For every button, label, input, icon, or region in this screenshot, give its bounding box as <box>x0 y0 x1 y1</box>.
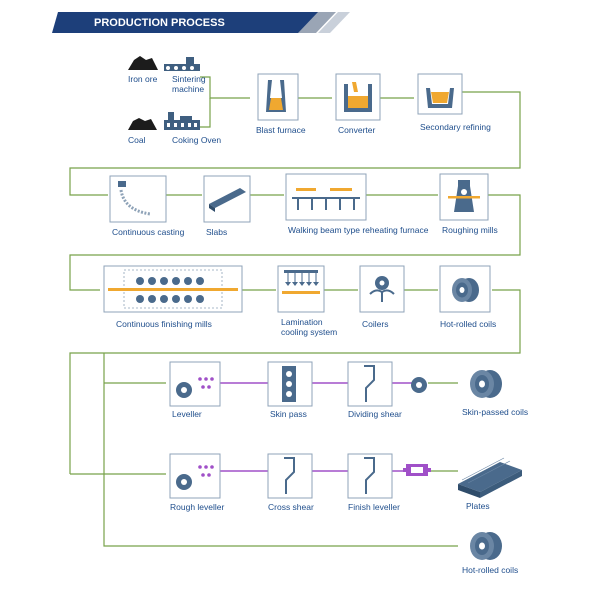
walking-beam-furnace-box <box>285 173 367 221</box>
flow-to-hot-rolled-coils <box>103 353 458 547</box>
label-hot-rolled-coils: Hot-rolled coils <box>440 319 496 329</box>
hot-rolled-coils-box <box>439 265 491 313</box>
leveller-box <box>169 361 221 407</box>
label-lamination-2: cooling system <box>281 327 337 337</box>
roughing-mills-box <box>439 173 489 221</box>
flow-roughing-to-finishing <box>69 194 521 291</box>
label-continuous-casting: Continuous casting <box>112 227 185 237</box>
coil-recoiler-icon <box>411 377 427 393</box>
sintering-machine-icon <box>164 57 200 71</box>
label-slabs: Slabs <box>206 227 227 237</box>
label-final-hot-rolled-coils: Hot-rolled coils <box>462 565 518 575</box>
label-roughing-mills: Roughing mills <box>442 225 498 235</box>
label-converter: Converter <box>338 125 375 135</box>
blast-furnace-box <box>257 73 299 121</box>
continuous-casting-box <box>109 175 167 223</box>
label-rough-leveller: Rough leveller <box>170 502 225 512</box>
header-banner: PRODUCTION PROCESS <box>52 12 350 33</box>
label-secondary-refining: Secondary refining <box>420 122 491 132</box>
banner-stripe <box>298 12 336 33</box>
coilers-box <box>359 265 405 313</box>
rough-leveller-box <box>169 453 221 499</box>
flow-coils-to-branches <box>69 289 521 474</box>
flow-lines <box>69 76 521 547</box>
slabs-box <box>203 175 251 223</box>
label-iron-ore: Iron ore <box>128 74 158 84</box>
skin-pass-box <box>267 361 313 407</box>
label-coking-oven: Coking Oven <box>172 135 221 145</box>
coal-icon <box>128 118 157 130</box>
label-leveller: Leveller <box>172 409 202 419</box>
plate-cutter-icon <box>403 464 431 476</box>
label-dividing-shear: Dividing shear <box>348 409 402 419</box>
coking-oven-icon <box>164 112 200 130</box>
label-blast-furnace: Blast furnace <box>256 125 306 135</box>
dividing-shear-box <box>347 361 393 407</box>
final-hot-rolled-coils-icon <box>470 532 502 560</box>
converter-box <box>335 73 381 121</box>
skin-passed-coils-icon <box>470 370 502 398</box>
banner-dark <box>52 12 322 33</box>
banner-stripe-light <box>318 12 350 33</box>
cross-shear-box <box>267 453 313 499</box>
lamination-cooling-box <box>277 265 325 313</box>
label-walking-beam-furnace: Walking beam type reheating furnace <box>288 225 429 235</box>
flow-sinter-to-furnace <box>200 76 250 99</box>
secondary-refining-box <box>417 73 463 115</box>
label-plates: Plates <box>466 501 490 511</box>
label-finish-leveller: Finish leveller <box>348 502 400 512</box>
label-coal: Coal <box>128 135 146 145</box>
label-coilers: Coilers <box>362 319 388 329</box>
flow-refining-to-casting <box>69 91 521 196</box>
label-sintering-1: Sintering <box>172 74 206 84</box>
label-sintering-2: machine <box>172 84 204 94</box>
iron-ore-icon <box>128 56 158 70</box>
page-title: PRODUCTION PROCESS <box>94 17 225 29</box>
continuous-finishing-mills-box <box>103 265 243 313</box>
label-skin-passed-coils: Skin-passed coils <box>462 407 528 417</box>
label-skin-pass: Skin pass <box>270 409 307 419</box>
label-cross-shear: Cross shear <box>268 502 314 512</box>
label-continuous-finishing-mills: Continuous finishing mills <box>116 319 212 329</box>
finish-leveller-box <box>347 453 393 499</box>
label-lamination-1: Lamination <box>281 317 323 327</box>
plates-icon <box>458 457 522 498</box>
flow-coke-to-furnace <box>200 98 211 128</box>
